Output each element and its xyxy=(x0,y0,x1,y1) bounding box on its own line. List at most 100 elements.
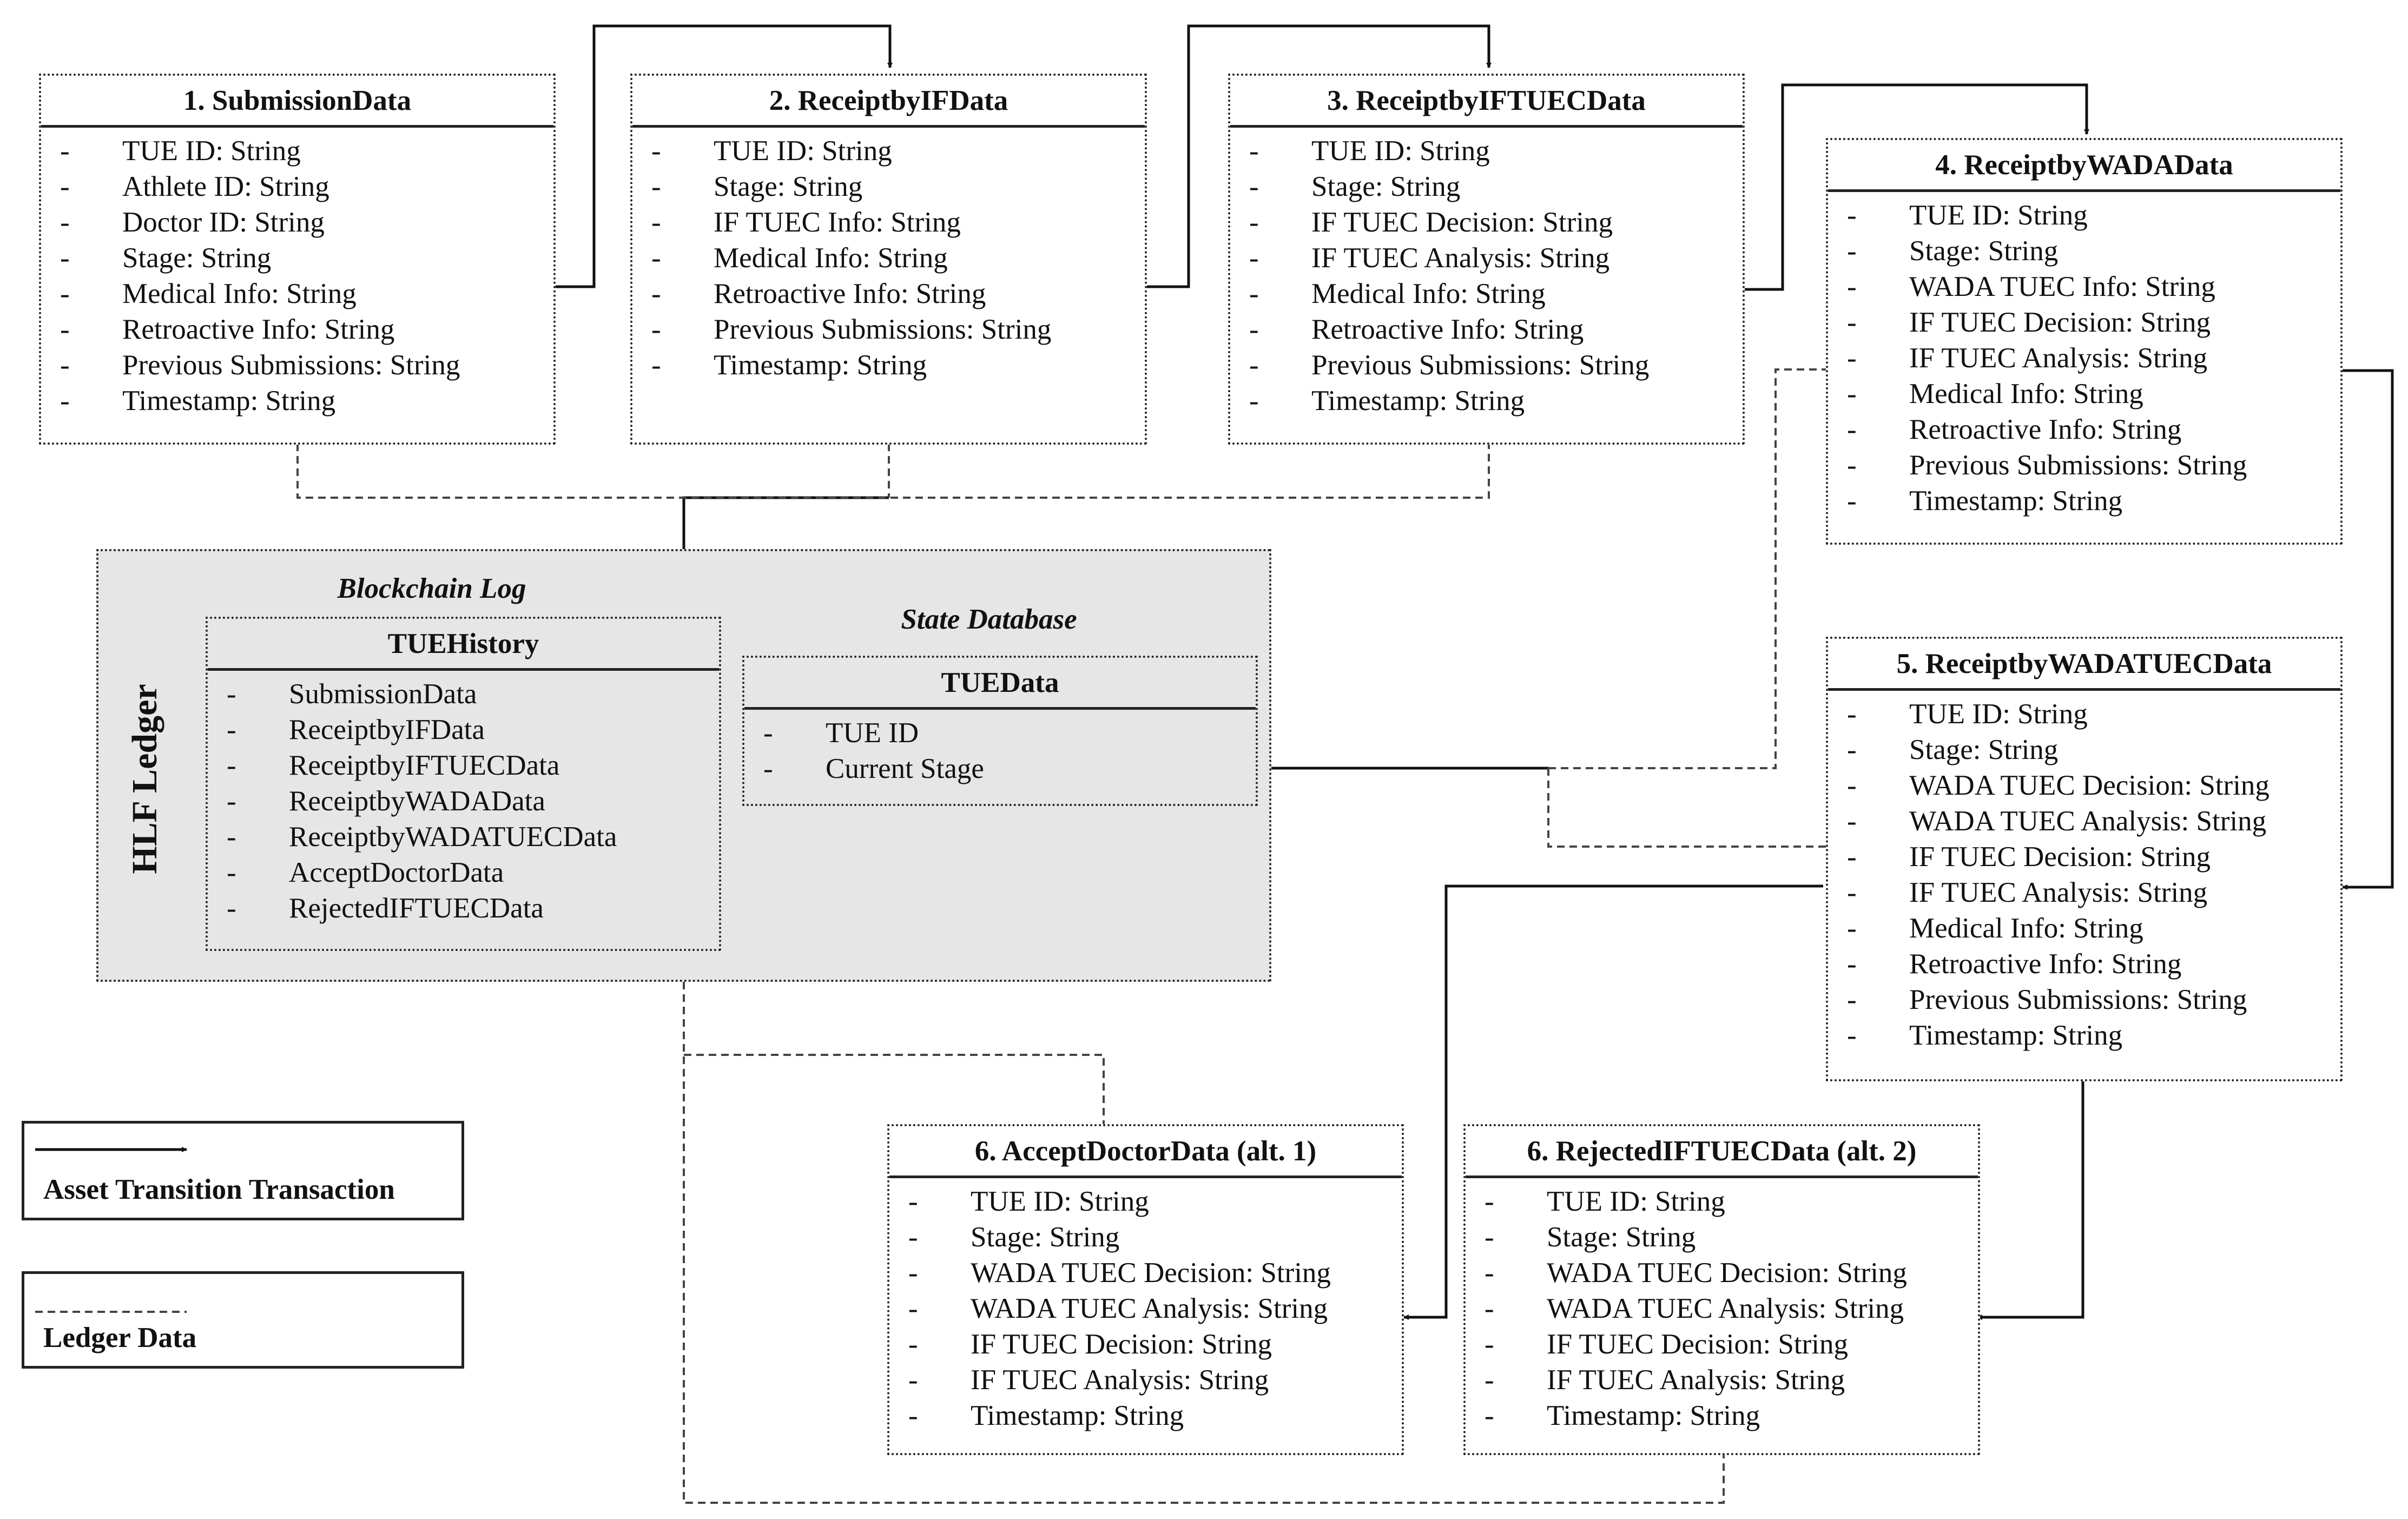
transition-arrow-5-to-6a xyxy=(1403,884,1823,1320)
list-item: Timestamp: String xyxy=(889,1398,1402,1434)
legend-transition-label: Asset Transition Transaction xyxy=(43,1174,395,1205)
rejected-iftuec-data-box: 6. RejectedIFTUECData (alt. 2) TUE ID: S… xyxy=(1463,1124,1980,1455)
list-item: Athlete ID: String xyxy=(41,169,553,204)
box-title: 3. ReceiptbyIFTUECData xyxy=(1230,76,1743,128)
receipt-by-if-data-box: 2. ReceiptbyIFData TUE ID: String Stage:… xyxy=(630,74,1147,445)
legend-ledger-data: Ledger Data xyxy=(22,1271,464,1369)
list-item: IF TUEC Decision: String xyxy=(889,1326,1402,1362)
list-item: Stage: String xyxy=(1230,169,1743,204)
list-item: IF TUEC Analysis: String xyxy=(1828,340,2340,376)
list-item: Medical Info: String xyxy=(1230,276,1743,312)
transition-arrow-5-to-6b xyxy=(1977,1081,2084,1320)
field-list: TUE ID: String Stage: String WADA TUEC D… xyxy=(889,1178,1402,1434)
list-item: TUE ID: String xyxy=(889,1184,1402,1219)
legend-ledger-data-label: Ledger Data xyxy=(43,1322,197,1353)
list-item: Stage: String xyxy=(632,169,1145,204)
submission-data-box: 1. SubmissionData TUE ID: String Athlete… xyxy=(39,74,556,445)
list-item: WADA TUEC Decision: String xyxy=(1466,1255,1978,1291)
receipt-by-iftuec-data-box: 3. ReceiptbyIFTUECData TUE ID: String St… xyxy=(1228,74,1745,445)
legend-transition: Asset Transition Transaction xyxy=(22,1121,464,1220)
box-title: 4. ReceiptbyWADAData xyxy=(1828,140,2340,192)
list-item: Timestamp: String xyxy=(1230,383,1743,419)
field-list: TUE ID: String Stage: String IF TUEC Dec… xyxy=(1230,128,1743,419)
list-item: Timestamp: String xyxy=(632,347,1145,383)
field-list: TUE ID: String Stage: String IF TUEC Inf… xyxy=(632,128,1145,383)
list-item: Stage: String xyxy=(41,240,553,276)
list-item: WADA TUEC Analysis: String xyxy=(1466,1291,1978,1326)
list-item: IF TUEC Decision: String xyxy=(1828,305,2340,340)
receipt-by-wada-data-box: 4. ReceiptbyWADAData TUE ID: String Stag… xyxy=(1826,138,2343,545)
list-item: RejectedIFTUECData xyxy=(208,890,719,926)
list-item: Timestamp: String xyxy=(1828,483,2340,519)
field-list: TUE ID: String Stage: String WADA TUEC I… xyxy=(1828,192,2340,519)
receipt-by-wadatuec-data-box: 5. ReceiptbyWADATUECData TUE ID: String … xyxy=(1826,637,2343,1081)
list-item: Retroactive Info: String xyxy=(41,312,553,347)
list-item: Previous Submissions: String xyxy=(1828,447,2340,483)
box-title: 6. AcceptDoctorData (alt. 1) xyxy=(889,1126,1402,1178)
list-item: WADA TUEC Decision: String xyxy=(889,1255,1402,1291)
list-item: Retroactive Info: String xyxy=(1828,946,2340,982)
list-item: IF TUEC Analysis: String xyxy=(1230,240,1743,276)
transition-arrow-2-to-3 xyxy=(1144,24,1492,288)
transition-arrow-1-to-2 xyxy=(552,24,893,288)
field-list: TUE ID: String Stage: String WADA TUEC D… xyxy=(1828,691,2340,1053)
list-item: Stage: String xyxy=(1828,732,2340,768)
list-item: Medical Info: String xyxy=(1828,910,2340,946)
list-item: Timestamp: String xyxy=(1466,1398,1978,1434)
field-list: TUE ID: String Athlete ID: String Doctor… xyxy=(41,128,553,419)
list-item: Previous Submissions: String xyxy=(1828,982,2340,1018)
list-item: Previous Submissions: String xyxy=(632,312,1145,347)
list-item: TUE ID: String xyxy=(41,133,553,169)
box-title: TUEData xyxy=(744,658,1256,710)
ledger-data-line-right xyxy=(1547,368,1826,848)
history-list: SubmissionData ReceiptbyIFData Receiptby… xyxy=(208,671,719,926)
list-item: ReceiptbyWADATUECData xyxy=(208,819,719,855)
list-item: IF TUEC Decision: String xyxy=(1466,1326,1978,1362)
list-item: TUE ID: String xyxy=(632,133,1145,169)
transition-arrow-4-to-5 xyxy=(2338,369,2394,890)
list-item: Previous Submissions: String xyxy=(1230,347,1743,383)
list-item: Timestamp: String xyxy=(1828,1018,2340,1053)
list-item: Doctor ID: String xyxy=(41,204,553,240)
list-item: WADA TUEC Analysis: String xyxy=(889,1291,1402,1326)
list-item: ReceiptbyIFTUECData xyxy=(208,748,719,783)
tue-history-box: TUEHistory SubmissionData ReceiptbyIFDat… xyxy=(206,617,721,951)
list-item: TUE ID xyxy=(744,715,1256,751)
ledger-connector-top xyxy=(682,496,889,549)
list-item: TUE ID: String xyxy=(1230,133,1743,169)
list-item: IF TUEC Analysis: String xyxy=(1828,875,2340,910)
state-list: TUE ID Current Stage xyxy=(744,710,1256,787)
box-title: 1. SubmissionData xyxy=(41,76,553,128)
box-title: 5. ReceiptbyWADATUECData xyxy=(1828,639,2340,691)
list-item: WADA TUEC Analysis: String xyxy=(1828,803,2340,839)
accept-doctor-data-box: 6. AcceptDoctorData (alt. 1) TUE ID: Str… xyxy=(887,1124,1404,1455)
list-item: Medical Info: String xyxy=(41,276,553,312)
ledger-data-line-top xyxy=(296,444,1490,499)
box-title: 2. ReceiptbyIFData xyxy=(632,76,1145,128)
state-database-heading: State Database xyxy=(901,604,1077,635)
list-item: Medical Info: String xyxy=(1828,376,2340,412)
box-title: 6. RejectedIFTUECData (alt. 2) xyxy=(1466,1126,1978,1178)
tue-data-box: TUEData TUE ID Current Stage xyxy=(742,656,1258,806)
box-title: TUEHistory xyxy=(208,619,719,671)
list-item: Previous Submissions: String xyxy=(41,347,553,383)
list-item: WADA TUEC Info: String xyxy=(1828,269,2340,305)
list-item: ReceiptbyWADAData xyxy=(208,783,719,819)
list-item: IF TUEC Decision: String xyxy=(1230,204,1743,240)
list-item: Stage: String xyxy=(1828,233,2340,269)
list-item: TUE ID: String xyxy=(1828,696,2340,732)
ledger-label: HLF Ledger xyxy=(125,684,164,874)
ledger-data-line-bottom xyxy=(683,982,1725,1504)
list-item: Retroactive Info: String xyxy=(632,276,1145,312)
list-item: TUE ID: String xyxy=(1466,1184,1978,1219)
list-item: Retroactive Info: String xyxy=(1828,412,2340,447)
list-item: Current Stage xyxy=(744,751,1256,787)
blockchain-log-heading: Blockchain Log xyxy=(337,573,526,604)
list-item: AcceptDoctorData xyxy=(208,855,719,890)
list-item: WADA TUEC Decision: String xyxy=(1828,768,2340,803)
list-item: IF TUEC Decision: String xyxy=(1828,839,2340,875)
field-list: TUE ID: String Stage: String WADA TUEC D… xyxy=(1466,1178,1978,1434)
list-item: IF TUEC Analysis: String xyxy=(1466,1362,1978,1398)
list-item: TUE ID: String xyxy=(1828,197,2340,233)
list-item: Stage: String xyxy=(1466,1219,1978,1255)
